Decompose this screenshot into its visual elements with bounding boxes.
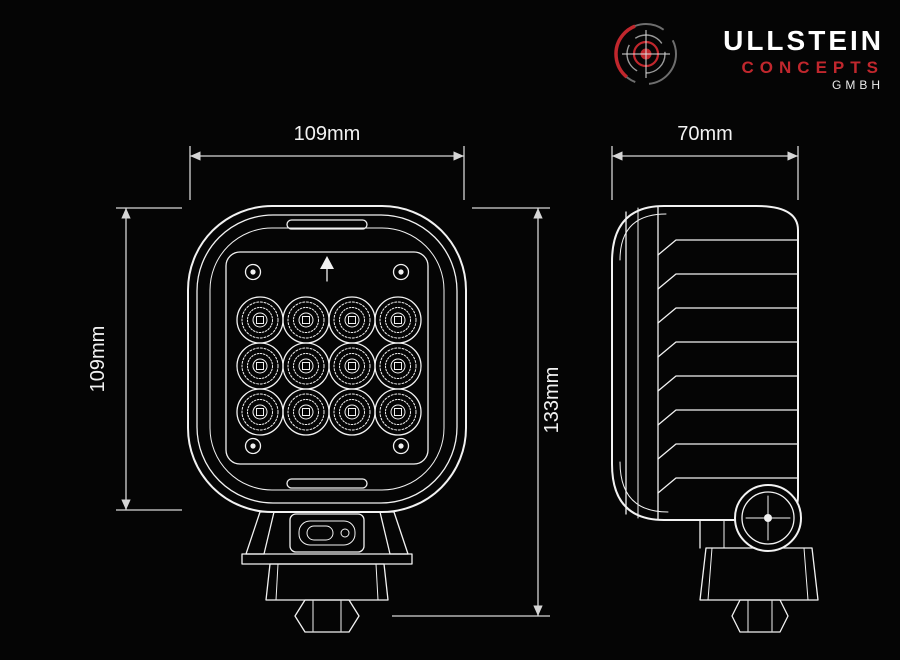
front-bolt-nut (294, 599, 360, 633)
dimension-overall-height: 133mm (392, 207, 563, 617)
screw-icon (244, 263, 262, 281)
dimension-side-depth: 70mm (611, 123, 799, 200)
brand-logo: ULLSTEIN CONCEPTS GMBH (614, 22, 884, 92)
front-inner-outline (209, 227, 445, 491)
bottom-vent-slot (286, 478, 368, 489)
dim-overall-height-label: 133mm (541, 367, 563, 434)
target-emblem-icon (614, 22, 678, 86)
front-view (187, 205, 467, 633)
front-housing-outline (187, 205, 467, 513)
dimension-front-height: 109mm (87, 207, 182, 511)
lens-panel (225, 251, 429, 465)
screw-icon (392, 263, 410, 281)
front-mounting-bracket (241, 511, 413, 633)
dim-front-width-label: 109mm (294, 123, 361, 145)
dim-front-height-label: 109mm (87, 326, 109, 393)
screw-icon (392, 437, 410, 455)
logo-subtitle: CONCEPTS (742, 58, 884, 77)
side-mounting-bracket (699, 484, 819, 633)
side-housing-outline (611, 205, 799, 521)
front-bezel-outline (196, 214, 458, 504)
led-array (236, 296, 422, 436)
dim-side-depth-label: 70mm (677, 123, 733, 145)
screw-icon (244, 437, 262, 455)
dimension-front-width: 109mm (189, 123, 465, 200)
side-view (611, 205, 819, 633)
side-bolt-nut (731, 599, 789, 633)
bracket-knob (734, 484, 802, 552)
heatsink-fins (657, 239, 798, 494)
up-arrow-icon (320, 256, 334, 282)
top-vent-slot (286, 219, 368, 230)
logo-legal-suffix: GMBH (832, 78, 884, 92)
logo-company-name: ULLSTEIN (723, 25, 884, 56)
